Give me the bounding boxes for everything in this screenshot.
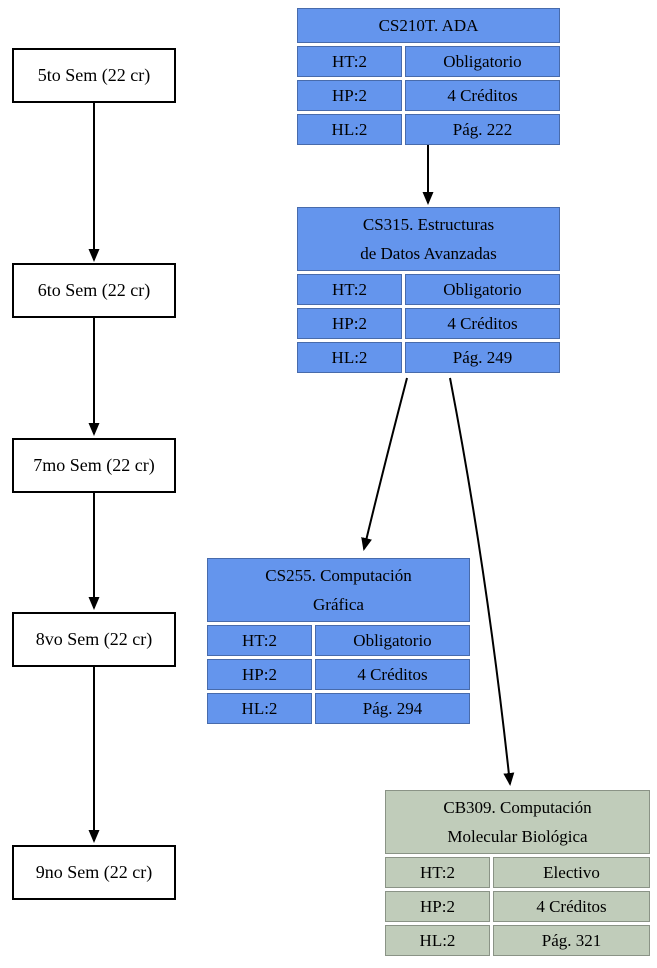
cell-page: Pág. 294 [315, 693, 470, 724]
arrow-cs315-cs255 [361, 377, 408, 551]
cell-hl: HL:2 [297, 342, 402, 373]
cell-type: Obligatorio [405, 46, 560, 77]
cell-ht: HT:2 [297, 46, 402, 77]
course-title-line1: CS210T. ADA [378, 16, 479, 35]
course-title: CS255. Computación Gráfica [207, 558, 470, 622]
course-title: CS315. Estructuras de Datos Avanzadas [297, 207, 560, 271]
course-title-line2: de Datos Avanzadas [360, 244, 497, 263]
cell-ht: HT:2 [385, 857, 490, 888]
node-course-cs255: CS255. Computación Gráfica HT:2 Obligato… [207, 558, 470, 724]
cell-hl: HL:2 [207, 693, 312, 724]
cell-hl: HL:2 [297, 114, 402, 145]
node-course-cs315: CS315. Estructuras de Datos Avanzadas HT… [297, 207, 560, 373]
cell-hp: HP:2 [207, 659, 312, 690]
cell-page: Pág. 321 [493, 925, 650, 956]
cell-type: Obligatorio [315, 625, 470, 656]
cell-type: Electivo [493, 857, 650, 888]
node-semester-5: 5to Sem (22 cr) [12, 48, 176, 103]
node-semester-9: 9no Sem (22 cr) [12, 845, 176, 900]
cell-credits: 4 Créditos [405, 80, 560, 111]
cell-credits: 4 Créditos [405, 308, 560, 339]
cell-page: Pág. 222 [405, 114, 560, 145]
node-semester-7: 7mo Sem (22 cr) [12, 438, 176, 493]
course-title-line1: CS255. Computación [265, 566, 412, 585]
cell-hp: HP:2 [297, 308, 402, 339]
node-course-cb309: CB309. Computación Molecular Biológica H… [385, 790, 650, 956]
cell-credits: 4 Créditos [493, 891, 650, 922]
course-title: CB309. Computación Molecular Biológica [385, 790, 650, 854]
course-title-line1: CS315. Estructuras [362, 215, 495, 234]
course-title-line2: Molecular Biológica [447, 827, 588, 846]
course-title-line1: CB309. Computación [443, 798, 592, 817]
cell-type: Obligatorio [405, 274, 560, 305]
node-semester-8: 8vo Sem (22 cr) [12, 612, 176, 667]
cell-hp: HP:2 [385, 891, 490, 922]
cell-ht: HT:2 [207, 625, 312, 656]
course-title-line2: Gráfica [313, 595, 364, 614]
cell-page: Pág. 249 [405, 342, 560, 373]
node-course-cs210t: CS210T. ADA HT:2 Obligatorio HP:2 4 Créd… [297, 8, 560, 145]
cell-hp: HP:2 [297, 80, 402, 111]
node-semester-6: 6to Sem (22 cr) [12, 263, 176, 318]
cell-credits: 4 Créditos [315, 659, 470, 690]
course-title: CS210T. ADA [297, 8, 560, 43]
cell-ht: HT:2 [297, 274, 402, 305]
cell-hl: HL:2 [385, 925, 490, 956]
